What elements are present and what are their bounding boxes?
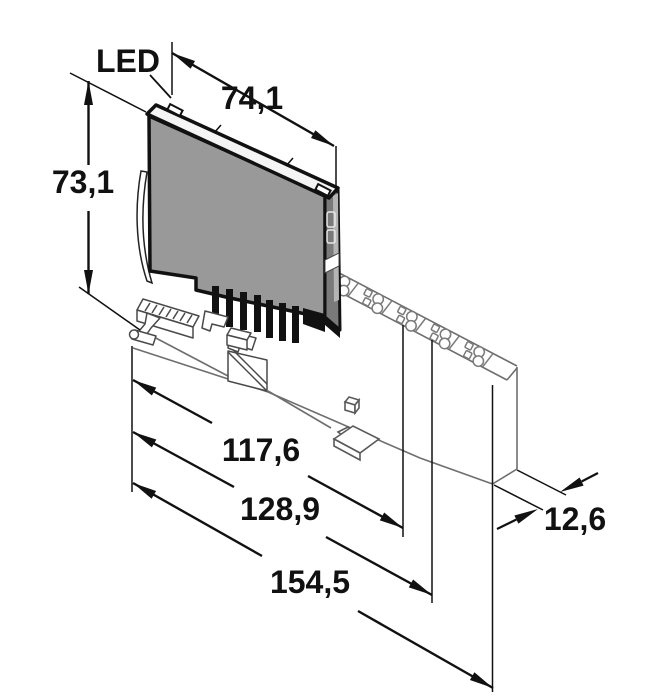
dimension-annotations bbox=[69, 42, 599, 692]
module-top-face bbox=[145, 103, 340, 200]
label-led: LED bbox=[96, 43, 160, 79]
label-depth-12-6: 12,6 bbox=[544, 501, 606, 537]
label-length-154-5: 154,5 bbox=[270, 564, 350, 600]
electronic-module bbox=[136, 102, 342, 343]
dim-12-6 bbox=[493, 469, 599, 530]
base-front-details bbox=[128, 298, 268, 392]
led-window-right bbox=[314, 182, 332, 198]
label-length-117-6: 117,6 bbox=[222, 432, 300, 468]
module-side-bottom-edge bbox=[325, 317, 340, 338]
dim-73-1 bbox=[69, 72, 147, 331]
label-width-74-1: 74,1 bbox=[221, 80, 283, 116]
base-bottom-edge bbox=[132, 347, 493, 485]
label-height-73-1: 73,1 bbox=[52, 164, 114, 200]
base-step-edge-left bbox=[151, 335, 229, 377]
dim-154-5 bbox=[132, 385, 494, 692]
led-window-left bbox=[166, 102, 184, 118]
module-ejector-lever bbox=[136, 170, 154, 285]
guide-pin bbox=[128, 329, 157, 346]
top-face-divider-left bbox=[213, 124, 222, 134]
module-connector-pins bbox=[212, 286, 325, 343]
din-rail-foot bbox=[226, 327, 268, 392]
end-plate-divider bbox=[506, 367, 518, 381]
module-side-clip bbox=[326, 211, 336, 244]
base-cube-detail bbox=[343, 396, 361, 416]
module-side-junction bbox=[324, 252, 340, 274]
top-face-divider-right bbox=[285, 157, 294, 167]
module-side-highlight bbox=[333, 193, 339, 302]
label-length-128-9: 128,9 bbox=[240, 491, 320, 527]
base-step-edge-right bbox=[267, 390, 332, 429]
end-plate-bottom-edge bbox=[492, 468, 518, 485]
base-latch-detail bbox=[332, 425, 381, 462]
bracket-detail-1 bbox=[201, 310, 229, 332]
dim-128-9 bbox=[132, 340, 433, 603]
dimension-labels: LED 74,1 73,1 117,6 128,9 154,5 12,6 bbox=[52, 43, 606, 600]
terminal-strip-far-edge bbox=[321, 263, 518, 367]
dim-74-1 bbox=[171, 42, 337, 192]
led-leader-line bbox=[149, 74, 172, 99]
terminal-symbols bbox=[324, 269, 494, 371]
dim-117-6 bbox=[132, 325, 404, 537]
